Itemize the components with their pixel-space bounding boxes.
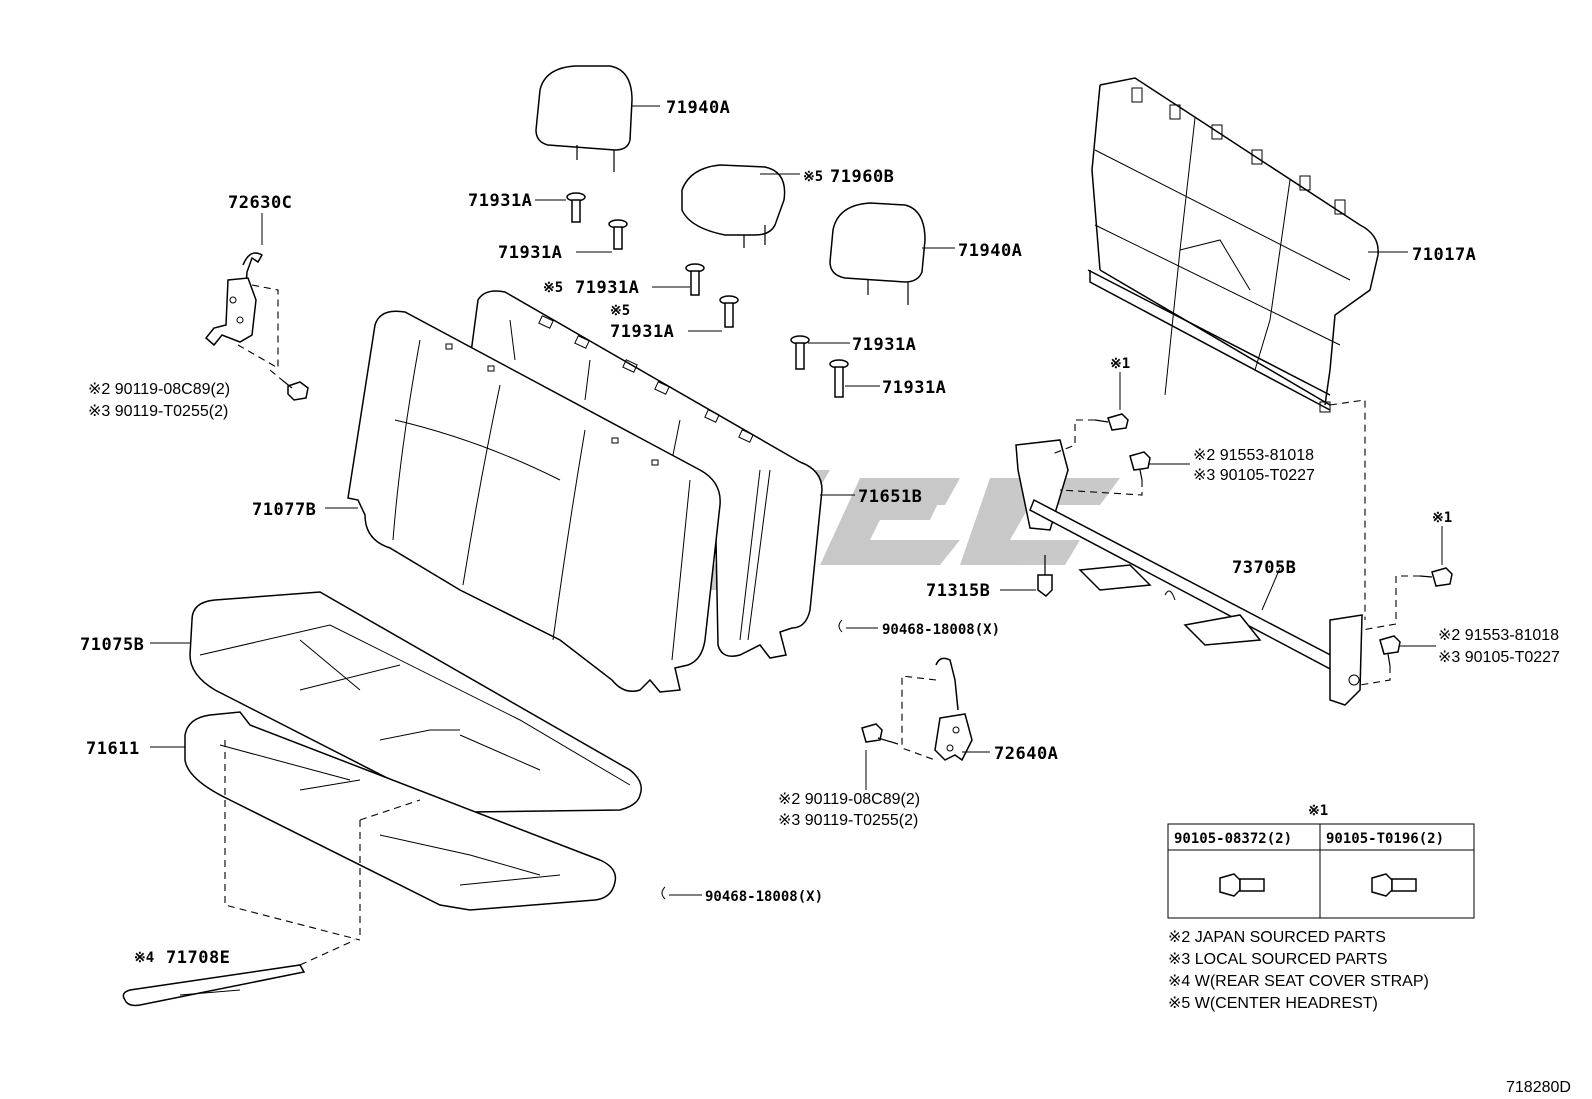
table-mark: ※1 xyxy=(1308,803,1328,819)
label-72640A: 72640A xyxy=(994,744,1058,764)
bolt-71315B xyxy=(1000,555,1053,597)
label-71651B: 71651B xyxy=(858,487,922,507)
label-71931A-4: 71931A xyxy=(610,322,674,342)
label-71611: 71611 xyxy=(86,739,140,759)
bolt-frame-r1 xyxy=(1059,451,1190,496)
bolt-frame-top xyxy=(1049,372,1129,456)
seat-cushion-cover-71075B xyxy=(150,591,642,813)
mark-71931A-3: ※5 xyxy=(543,280,563,296)
guide-71931A-4 xyxy=(688,295,739,332)
table-header-1: 90105-T0196(2) xyxy=(1326,831,1444,847)
guide-71931A-6 xyxy=(829,359,880,398)
label-bolt-r2-a: ※2 91553-81018 xyxy=(1438,627,1559,644)
guide-71931A-3 xyxy=(652,263,705,296)
note-4: ※4 W(REAR SEAT COVER STRAP) xyxy=(1168,973,1429,990)
label-71931A-3: 71931A xyxy=(575,278,639,298)
label-71077B: 71077B xyxy=(252,500,316,520)
mark-71931A-4: ※5 xyxy=(610,303,630,319)
bolt-frame-r2 xyxy=(1359,635,1436,686)
label-bolt-r2-b: ※3 90105-T0227 xyxy=(1438,649,1560,666)
label-bolt-mid-b: ※3 90119-T0255(2) xyxy=(778,812,918,829)
bolt-table: ※1 90105-08372(2) 90105-T0196(2) xyxy=(1167,803,1475,919)
headrest-71940A-right xyxy=(829,202,955,305)
label-71960B: 71960B xyxy=(830,167,894,187)
bolt-frame-side xyxy=(1361,526,1453,631)
note-2: ※2 JAPAN SOURCED PARTS xyxy=(1168,929,1386,946)
label-bolt-r1-b: ※3 90105-T0227 xyxy=(1193,467,1315,484)
mark-71708E: ※4 xyxy=(134,950,154,966)
label-bolt-left-a: ※2 90119-08C89(2) xyxy=(88,381,230,398)
table-header-0: 90105-08372(2) xyxy=(1174,831,1292,847)
label-71931A-6: 71931A xyxy=(882,378,946,398)
label-71931A-1: 71931A xyxy=(468,191,532,211)
label-bolt-r1-a: ※2 91553-81018 xyxy=(1193,447,1314,464)
clip-low xyxy=(661,886,702,900)
mark1-a: ※1 xyxy=(1110,356,1130,372)
lock-bracket-72640A xyxy=(901,657,990,762)
guide-71931A-2 xyxy=(576,219,628,253)
label-71315B: 71315B xyxy=(926,581,990,601)
label-bolt-mid-a: ※2 90119-08C89(2) xyxy=(778,791,920,808)
mark-71960B: ※5 xyxy=(803,169,823,185)
bolt-icon-T0196 xyxy=(1371,873,1417,897)
note-5: ※5 W(CENTER HEADREST) xyxy=(1168,995,1378,1012)
label-73705B: 73705B xyxy=(1232,558,1296,578)
frame-bar-73705B xyxy=(1015,439,1363,706)
label-71940A-right: 71940A xyxy=(958,241,1022,261)
note-3: ※3 LOCAL SOURCED PARTS xyxy=(1168,951,1387,968)
headrest-71960B xyxy=(681,164,800,248)
label-clip-low: 90468-18008(X) xyxy=(705,889,823,905)
bolt-left xyxy=(269,369,309,401)
headrest-71940A-top xyxy=(535,65,660,172)
label-71931A-5: 71931A xyxy=(852,335,916,355)
lock-bracket-72630C xyxy=(204,213,279,369)
seatback-cover-71077B xyxy=(325,310,721,693)
label-72630C: 72630C xyxy=(228,193,292,213)
label-71940A-top: 71940A xyxy=(666,98,730,118)
label-71931A-2: 71931A xyxy=(498,243,562,263)
seatback-frame-71017A xyxy=(1087,77,1408,620)
label-71017A: 71017A xyxy=(1412,245,1476,265)
label-71075B: 71075B xyxy=(80,635,144,655)
guide-71931A-5 xyxy=(790,335,850,370)
guide-71931A-1 xyxy=(535,192,586,223)
bolt-icon-08372 xyxy=(1219,873,1265,897)
label-71708E: 71708E xyxy=(166,948,230,968)
clip-mid xyxy=(838,619,878,633)
strap-71708E xyxy=(122,939,356,1007)
mark1-b: ※1 xyxy=(1432,510,1452,526)
label-clip-mid: 90468-18008(X) xyxy=(882,622,1000,638)
bolt-mid xyxy=(861,723,899,790)
seat-cushion-pad-71611 xyxy=(150,711,617,941)
label-bolt-left-b: ※3 90119-T0255(2) xyxy=(88,403,228,420)
diagram-id: 718280D xyxy=(1506,1079,1571,1096)
